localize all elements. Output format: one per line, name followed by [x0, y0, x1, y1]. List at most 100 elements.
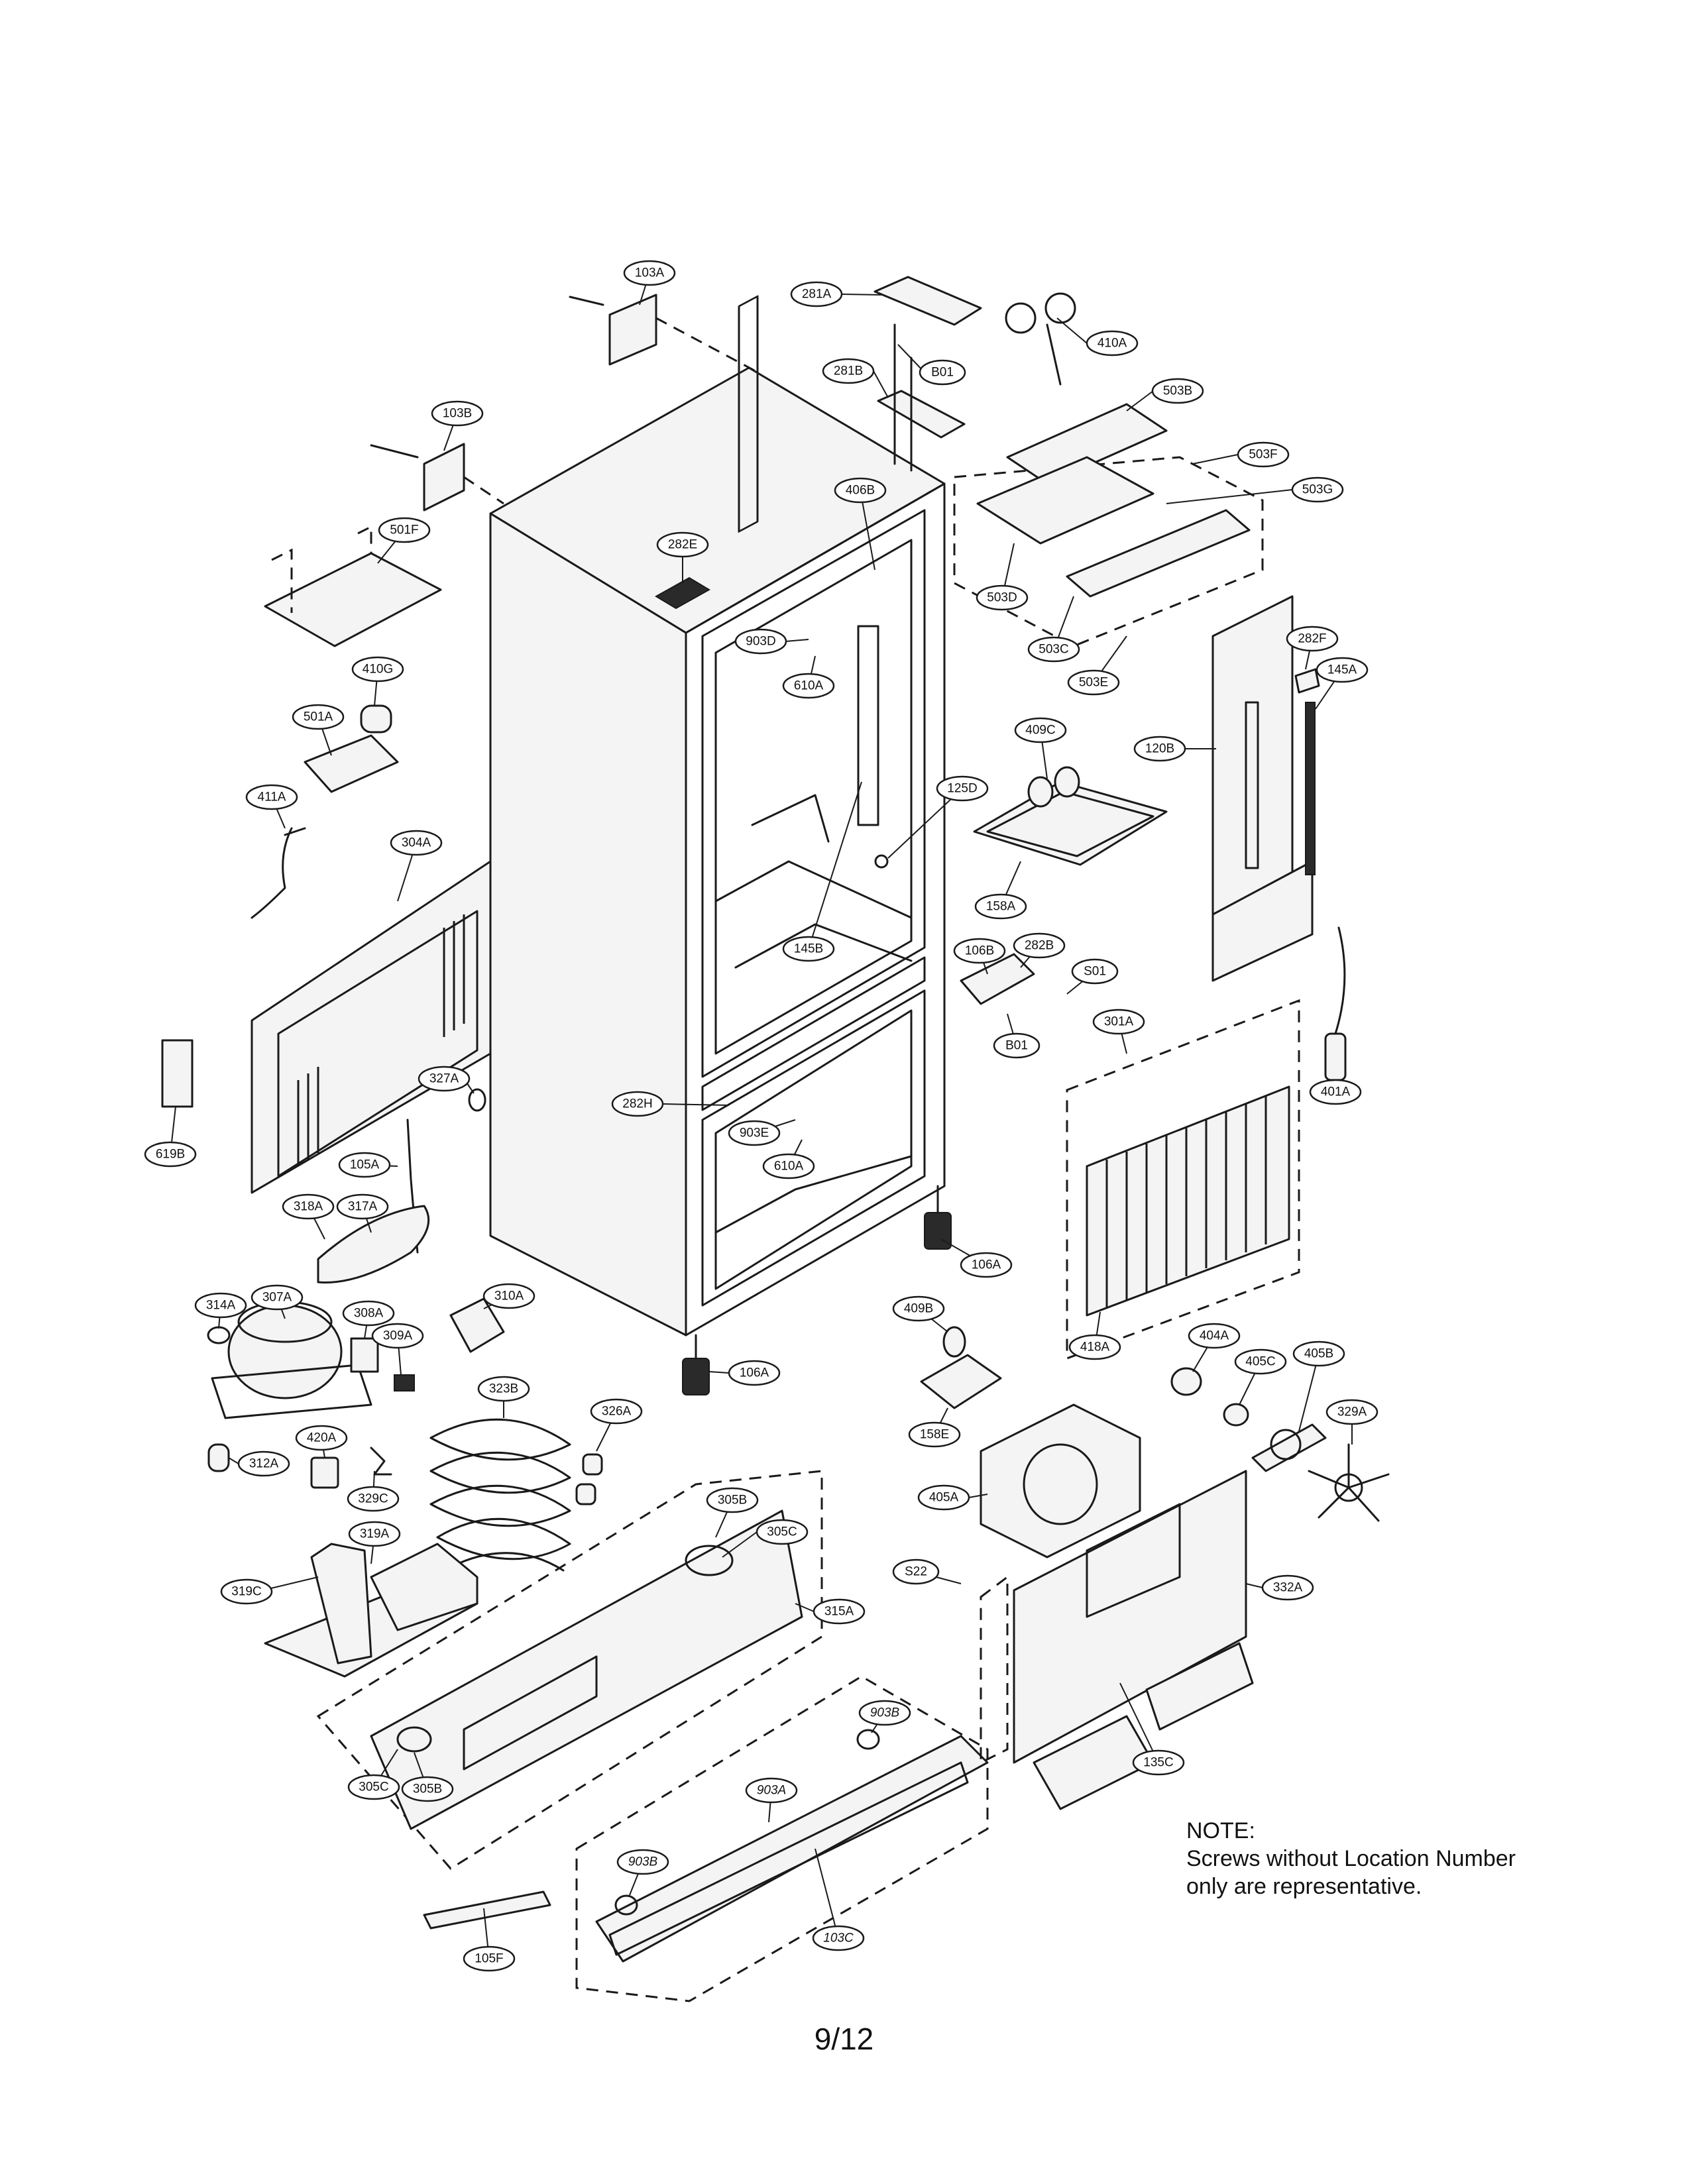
svg-text:305C: 305C: [359, 1780, 388, 1794]
front-grille-group: [423, 1675, 989, 2002]
callout-903B-bot: 903B: [616, 1849, 669, 1875]
callout-503B: 503B: [1151, 378, 1204, 404]
callout-B01-mid: B01: [993, 1032, 1041, 1059]
callout-405B: 405B: [1292, 1340, 1345, 1367]
svg-text:409C: 409C: [1025, 724, 1055, 737]
callout-106A-right: 106A: [960, 1252, 1013, 1278]
svg-text:314A: 314A: [206, 1299, 236, 1313]
note-title: NOTE:: [1186, 1818, 1255, 1843]
svg-text:307A: 307A: [262, 1291, 292, 1305]
svg-text:304A: 304A: [402, 836, 431, 850]
callout-158E: 158E: [908, 1421, 961, 1448]
callout-307A: 307A: [251, 1284, 304, 1311]
svg-text:323B: 323B: [489, 1382, 518, 1396]
svg-text:332A: 332A: [1273, 1581, 1303, 1595]
svg-text:418A: 418A: [1080, 1340, 1110, 1354]
note-line-1: Screws without Location Number: [1186, 1846, 1516, 1871]
svg-text:503D: 503D: [987, 591, 1017, 605]
note-line-2: only are representative.: [1186, 1874, 1422, 1899]
callout-410A: 410A: [1086, 330, 1139, 356]
condenser-coil: [429, 1418, 571, 1572]
svg-text:410A: 410A: [1097, 337, 1127, 351]
control-box-group: [953, 292, 1264, 647]
base-plate-group: [316, 1470, 823, 1870]
callout-420A: 420A: [295, 1425, 348, 1451]
svg-text:401A: 401A: [1321, 1085, 1351, 1099]
callout-305B-top: 305B: [706, 1487, 759, 1513]
callout-305C-top: 305C: [756, 1519, 809, 1545]
callout-903B-top: 903B: [858, 1700, 911, 1726]
svg-text:610A: 610A: [794, 679, 824, 693]
callout-282F: 282F: [1286, 626, 1339, 652]
svg-text:503F: 503F: [1249, 448, 1277, 462]
svg-text:411A: 411A: [258, 791, 286, 804]
callout-503F: 503F: [1237, 441, 1290, 468]
svg-text:105F: 105F: [475, 1952, 503, 1966]
svg-text:103C: 103C: [823, 1932, 854, 1945]
svg-text:317A: 317A: [348, 1200, 378, 1214]
callout-105F: 105F: [463, 1945, 516, 1972]
callout-411A: 411A: [245, 784, 298, 810]
callout-317A: 317A: [336, 1193, 389, 1220]
svg-text:404A: 404A: [1200, 1329, 1229, 1343]
svg-text:503G: 503G: [1302, 483, 1333, 497]
callout-304A: 304A: [390, 830, 443, 856]
svg-text:315A: 315A: [824, 1605, 854, 1619]
svg-text:135C: 135C: [1143, 1756, 1173, 1770]
callout-S22: S22: [892, 1558, 940, 1585]
callout-301A: 301A: [1092, 1009, 1145, 1035]
svg-text:501A: 501A: [304, 710, 333, 724]
callout-409B: 409B: [892, 1295, 945, 1322]
callout-145B: 145B: [782, 936, 835, 962]
callout-281B: 281B: [822, 358, 875, 384]
svg-text:318A: 318A: [294, 1200, 323, 1214]
svg-text:103B: 103B: [443, 407, 472, 421]
callout-329A: 329A: [1325, 1399, 1379, 1425]
callout-106A-left: 106A: [728, 1360, 781, 1386]
svg-text:305B: 305B: [718, 1494, 747, 1507]
callout-501F: 501F: [378, 517, 431, 543]
callout-308A: 308A: [342, 1300, 395, 1327]
svg-text:503E: 503E: [1079, 676, 1108, 690]
svg-text:103A: 103A: [635, 266, 665, 280]
callout-103B: 103B: [431, 400, 484, 427]
cabinet: [489, 295, 952, 1395]
note-block: NOTE: Screws without Location Number onl…: [1186, 1817, 1516, 1900]
callout-903E: 903E: [728, 1120, 781, 1146]
svg-text:305C: 305C: [767, 1525, 797, 1539]
callout-401A: 401A: [1309, 1079, 1362, 1105]
callout-503C: 503C: [1027, 636, 1080, 663]
callout-145A: 145A: [1316, 657, 1369, 683]
svg-text:120B: 120B: [1145, 742, 1174, 756]
svg-text:903B: 903B: [870, 1706, 900, 1720]
callout-903A: 903A: [745, 1777, 798, 1804]
svg-text:301A: 301A: [1104, 1015, 1134, 1029]
callout-327A: 327A: [418, 1065, 471, 1092]
callout-610A-mid: 610A: [762, 1153, 815, 1179]
callout-305C-bot: 305C: [347, 1774, 400, 1800]
svg-text:409B: 409B: [904, 1302, 933, 1316]
svg-text:310A: 310A: [494, 1289, 524, 1303]
svg-text:319A: 319A: [360, 1527, 390, 1541]
svg-text:282F: 282F: [1298, 632, 1326, 646]
svg-text:903D: 903D: [746, 635, 775, 649]
svg-text:106B: 106B: [965, 944, 994, 958]
svg-text:903A: 903A: [757, 1784, 786, 1798]
svg-text:281A: 281A: [802, 288, 832, 301]
callout-619B: 619B: [144, 1141, 197, 1168]
callout-503G: 503G: [1291, 476, 1344, 503]
svg-text:903E: 903E: [740, 1126, 769, 1140]
callout-610A-top: 610A: [782, 673, 835, 699]
callout-314A: 314A: [194, 1292, 247, 1319]
callout-S01: S01: [1071, 958, 1119, 985]
callout-409C: 409C: [1014, 717, 1067, 743]
callout-410G: 410G: [351, 656, 404, 682]
callout-B01-top: B01: [919, 359, 966, 386]
svg-text:S01: S01: [1084, 965, 1106, 979]
callout-503D: 503D: [976, 584, 1029, 611]
callout-329C: 329C: [347, 1486, 400, 1512]
callout-404A: 404A: [1188, 1323, 1241, 1349]
svg-text:282B: 282B: [1025, 939, 1054, 953]
svg-text:405A: 405A: [929, 1491, 959, 1505]
svg-text:158E: 158E: [920, 1428, 949, 1442]
